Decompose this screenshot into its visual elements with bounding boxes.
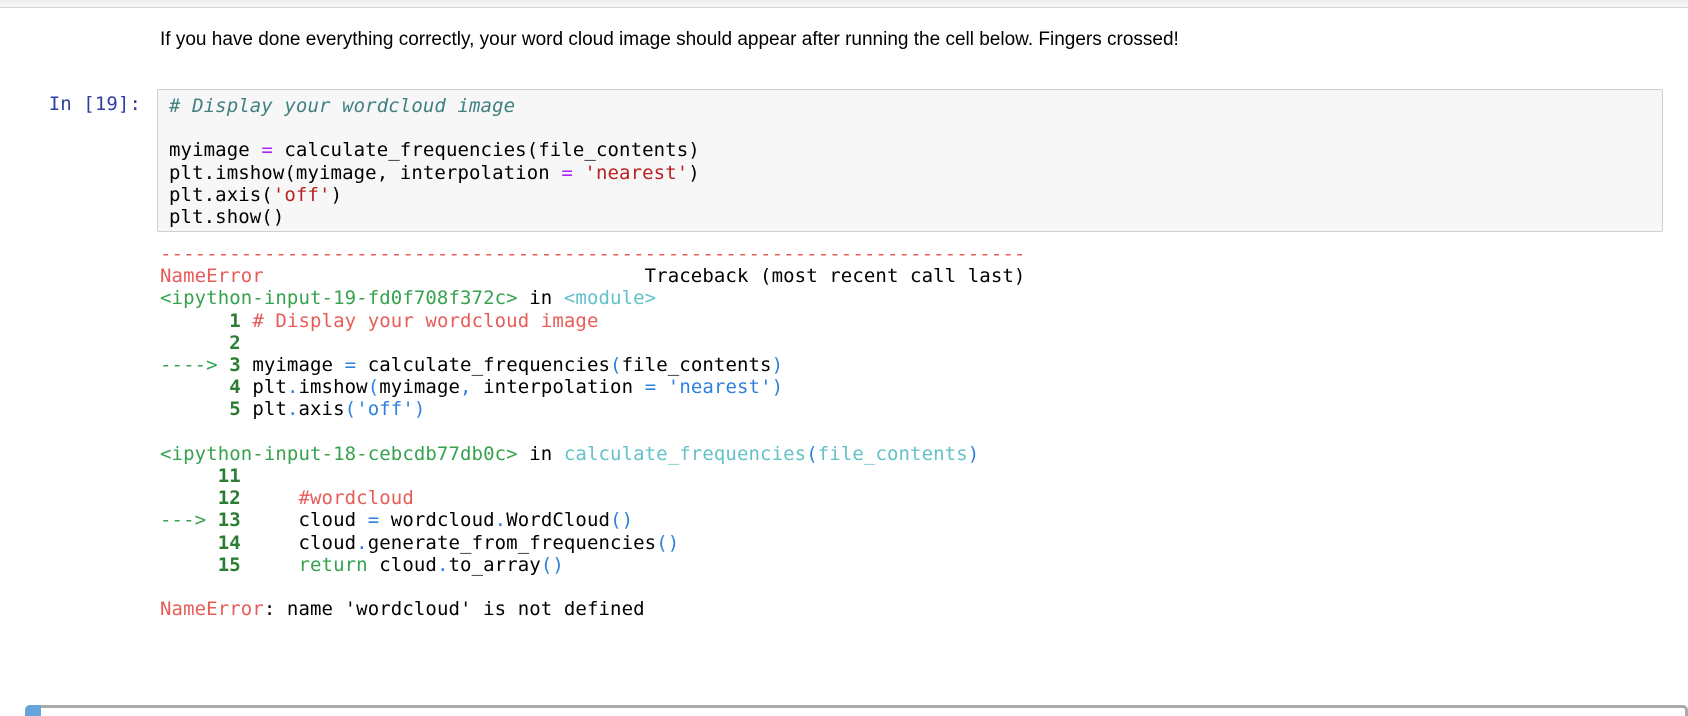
next-cell-top-edge[interactable] xyxy=(25,705,1688,716)
toolbar-bottom-edge xyxy=(0,0,1688,8)
error-output: ----------------------------------------… xyxy=(160,243,1660,620)
traceback-text: ----------------------------------------… xyxy=(160,243,1026,621)
markdown-text: If you have done everything correctly, y… xyxy=(160,29,1179,50)
input-prompt: In [19]: xyxy=(48,93,141,115)
selected-cell-indicator xyxy=(25,705,41,716)
code-content: # Display your wordcloud image myimage =… xyxy=(169,95,700,229)
markdown-cell: If you have done everything correctly, y… xyxy=(160,27,1560,52)
code-editor[interactable]: # Display your wordcloud image myimage =… xyxy=(157,89,1663,232)
